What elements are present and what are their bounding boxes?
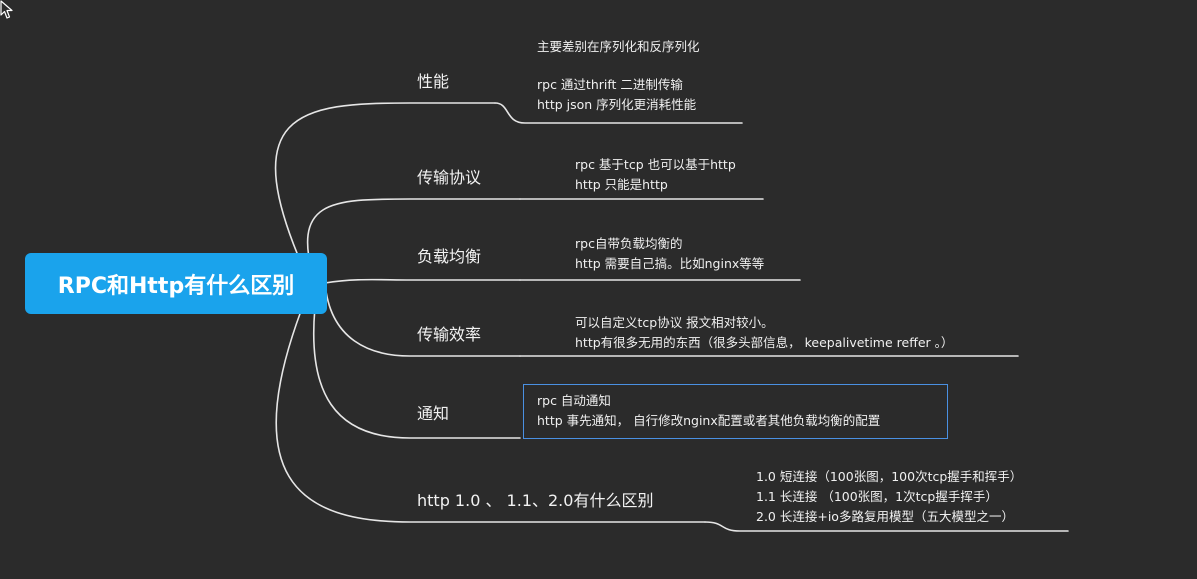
note-performance[interactable]: 主要差别在序列化和反序列化 rpc 通过thrift 二进制传输 http js… — [537, 37, 700, 115]
note-line: 1.1 长连接 （100张图，1次tcp握手挥手） — [756, 489, 998, 504]
branch-http-versions[interactable]: http 1.0 、 1.1、2.0有什么区别 — [417, 491, 654, 510]
connector-efficiency — [324, 282, 521, 357]
branch-load-balance[interactable]: 负载均衡 — [417, 247, 482, 266]
branch-notify[interactable]: 通知 — [417, 404, 450, 423]
note-line: rpc 通过thrift 二进制传输 — [537, 77, 683, 92]
note-line: http json 序列化更消耗性能 — [537, 97, 697, 112]
note-line-http-versions — [704, 521, 1069, 532]
note-line: rpc 自动通知 — [537, 393, 611, 408]
mouse-pointer-icon — [0, 0, 13, 19]
note-line: 可以自定义tcp协议 报文相对较小。 — [575, 315, 774, 330]
note-notify[interactable]: rpc 自动通知 http 事先通知， 自行修改nginx配置或者其他负载均衡的… — [537, 391, 880, 431]
note-line: rpc 基于tcp 也可以基于http — [575, 157, 736, 172]
note-blank-line — [537, 57, 700, 75]
note-line: http 只能是http — [575, 177, 668, 192]
branch-protocol[interactable]: 传输协议 — [417, 168, 482, 187]
note-efficiency[interactable]: 可以自定义tcp协议 报文相对较小。 http有很多无用的东西（很多头部信息， … — [575, 313, 953, 353]
note-load-balance[interactable]: rpc自带负载均衡的 http 需要自己搞。比如nginx等等 — [575, 234, 764, 274]
note-http-versions[interactable]: 1.0 短连接（100张图，100次tcp握手和挥手） 1.1 长连接 （100… — [756, 467, 1022, 527]
note-line: 1.0 短连接（100张图，100次tcp握手和挥手） — [756, 469, 1023, 484]
branch-performance[interactable]: 性能 — [417, 72, 450, 91]
note-line: 2.0 长连接+io多路复用模型（五大模型之一） — [756, 509, 1014, 524]
connector-notify — [313, 282, 521, 439]
note-line: http有很多无用的东西（很多头部信息， keepalivetime reffe… — [575, 335, 954, 350]
note-line-performance — [494, 102, 743, 124]
note-protocol[interactable]: rpc 基于tcp 也可以基于http http 只能是http — [575, 155, 736, 195]
branch-efficiency[interactable]: 传输效率 — [417, 325, 482, 344]
root-topic[interactable]: RPC和Http有什么区别 — [25, 253, 327, 314]
connector-http-versions — [275, 282, 706, 523]
note-line: http 事先通知， 自行修改nginx配置或者其他负载均衡的配置 — [537, 413, 881, 428]
note-line: 主要差别在序列化和反序列化 — [537, 39, 700, 54]
connector-performance — [274, 102, 496, 284]
connector-protocol — [306, 198, 521, 284]
connector-loadbalance — [324, 278, 521, 284]
note-line: http 需要自己搞。比如nginx等等 — [575, 256, 765, 271]
note-line: rpc自带负载均衡的 — [575, 236, 683, 251]
